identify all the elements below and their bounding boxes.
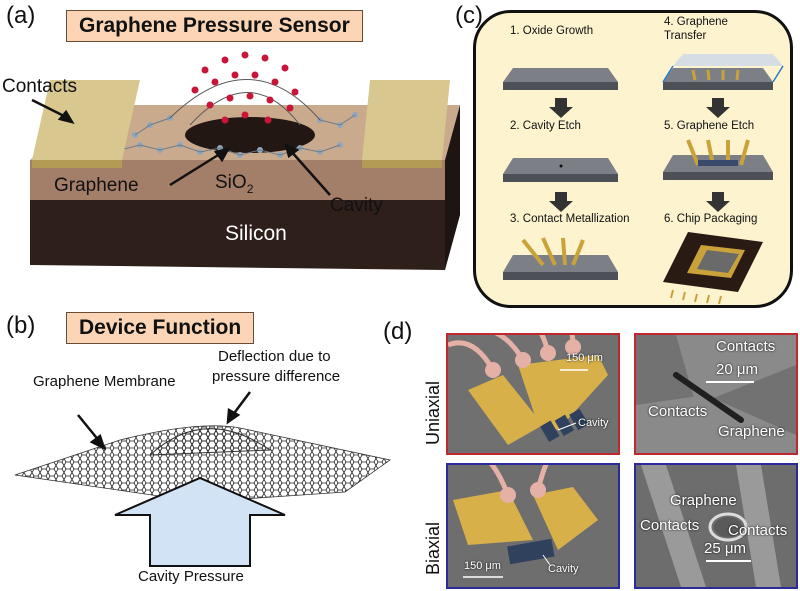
- chip-graphene-transfer: [662, 54, 784, 90]
- panel-a-letter: (a): [6, 2, 36, 29]
- biaxial-closeup-drawing: [636, 465, 796, 587]
- uniaxial-closeup-graphene: Graphene: [718, 423, 785, 440]
- membrane-label: Graphene Membrane: [33, 373, 176, 390]
- deflection-label-line2: pressure difference: [212, 368, 341, 385]
- panel-b-title: Device Function: [66, 312, 255, 344]
- biaxial-label: Biaxial: [423, 521, 443, 575]
- cavity-pressure-label: Cavity Pressure: [138, 568, 244, 585]
- uniaxial-closeup-contacts-bottom: Contacts: [648, 403, 708, 420]
- biaxial-closeup-contacts-left: Contacts: [640, 517, 700, 534]
- step-5-label: 5. Graphene Etch: [664, 120, 755, 132]
- panel-d-letter: (d): [383, 318, 413, 345]
- sem-biaxial-overview: 150 μm Cavity: [446, 463, 620, 589]
- uniaxial-closeup-drawing: [636, 335, 796, 453]
- graphene-label: Graphene: [54, 175, 139, 196]
- sio2-label: SiO2: [215, 172, 253, 196]
- step-4-label-line1: 4. Graphene: [664, 16, 728, 28]
- sio2-sub: 2: [246, 181, 254, 196]
- panel-a-title: Graphene Pressure Sensor: [66, 10, 363, 42]
- chip-contact-metallization: [503, 237, 618, 280]
- sem-uniaxial-closeup: Contacts 20 μm Contacts Graphene: [634, 333, 798, 455]
- membrane-illustration: [14, 391, 391, 567]
- step-2-label: 2. Cavity Etch: [510, 120, 581, 132]
- cavity-label-a: Cavity: [330, 195, 383, 216]
- deflection-label-line1: Deflection due to: [218, 348, 331, 365]
- step-1-label: 1. Oxide Growth: [510, 25, 594, 37]
- biaxial-overview-cavity: Cavity: [548, 563, 579, 575]
- biaxial-overview-drawing: [448, 465, 618, 587]
- uniaxial-label: Uniaxial: [423, 380, 443, 445]
- step-3-label: 3. Contact Metallization: [510, 213, 630, 225]
- contacts-label: Contacts: [2, 76, 77, 97]
- step-6-label: 6. Chip Packaging: [664, 213, 758, 225]
- sem-uniaxial-overview: 150 μm Cavity: [446, 333, 620, 455]
- uniaxial-overview-scale: 150 μm: [566, 352, 603, 364]
- panel-b-letter: (b): [6, 312, 36, 339]
- uniaxial-overview-drawing: [448, 335, 618, 453]
- silicon-label: Silicon: [225, 222, 287, 245]
- uniaxial-overview-cavity: Cavity: [578, 417, 609, 429]
- biaxial-closeup-scale: 25 μm: [704, 540, 746, 557]
- uniaxial-closeup-scale: 20 μm: [716, 361, 758, 378]
- step-4-label-line2: Transfer: [664, 30, 707, 42]
- panel-c-letter: (c): [455, 2, 483, 29]
- sensor-3d-illustration: [30, 51, 460, 270]
- biaxial-closeup-contacts-right: Contacts: [728, 522, 788, 539]
- uniaxial-closeup-contacts-top: Contacts: [716, 338, 776, 355]
- chip-cavity-etch: [503, 158, 618, 182]
- chip-graphene-etch: [663, 139, 773, 180]
- biaxial-overview-scale: 150 μm: [464, 560, 501, 572]
- biaxial-closeup-graphene: Graphene: [670, 492, 737, 509]
- chip-oxide-growth: [503, 68, 618, 90]
- fabrication-steps-drawings: [503, 54, 784, 305]
- sem-biaxial-closeup: Graphene Contacts Contacts 25 μm: [634, 463, 798, 589]
- chip-packaging: [663, 232, 763, 305]
- sio2-main: SiO: [215, 172, 247, 193]
